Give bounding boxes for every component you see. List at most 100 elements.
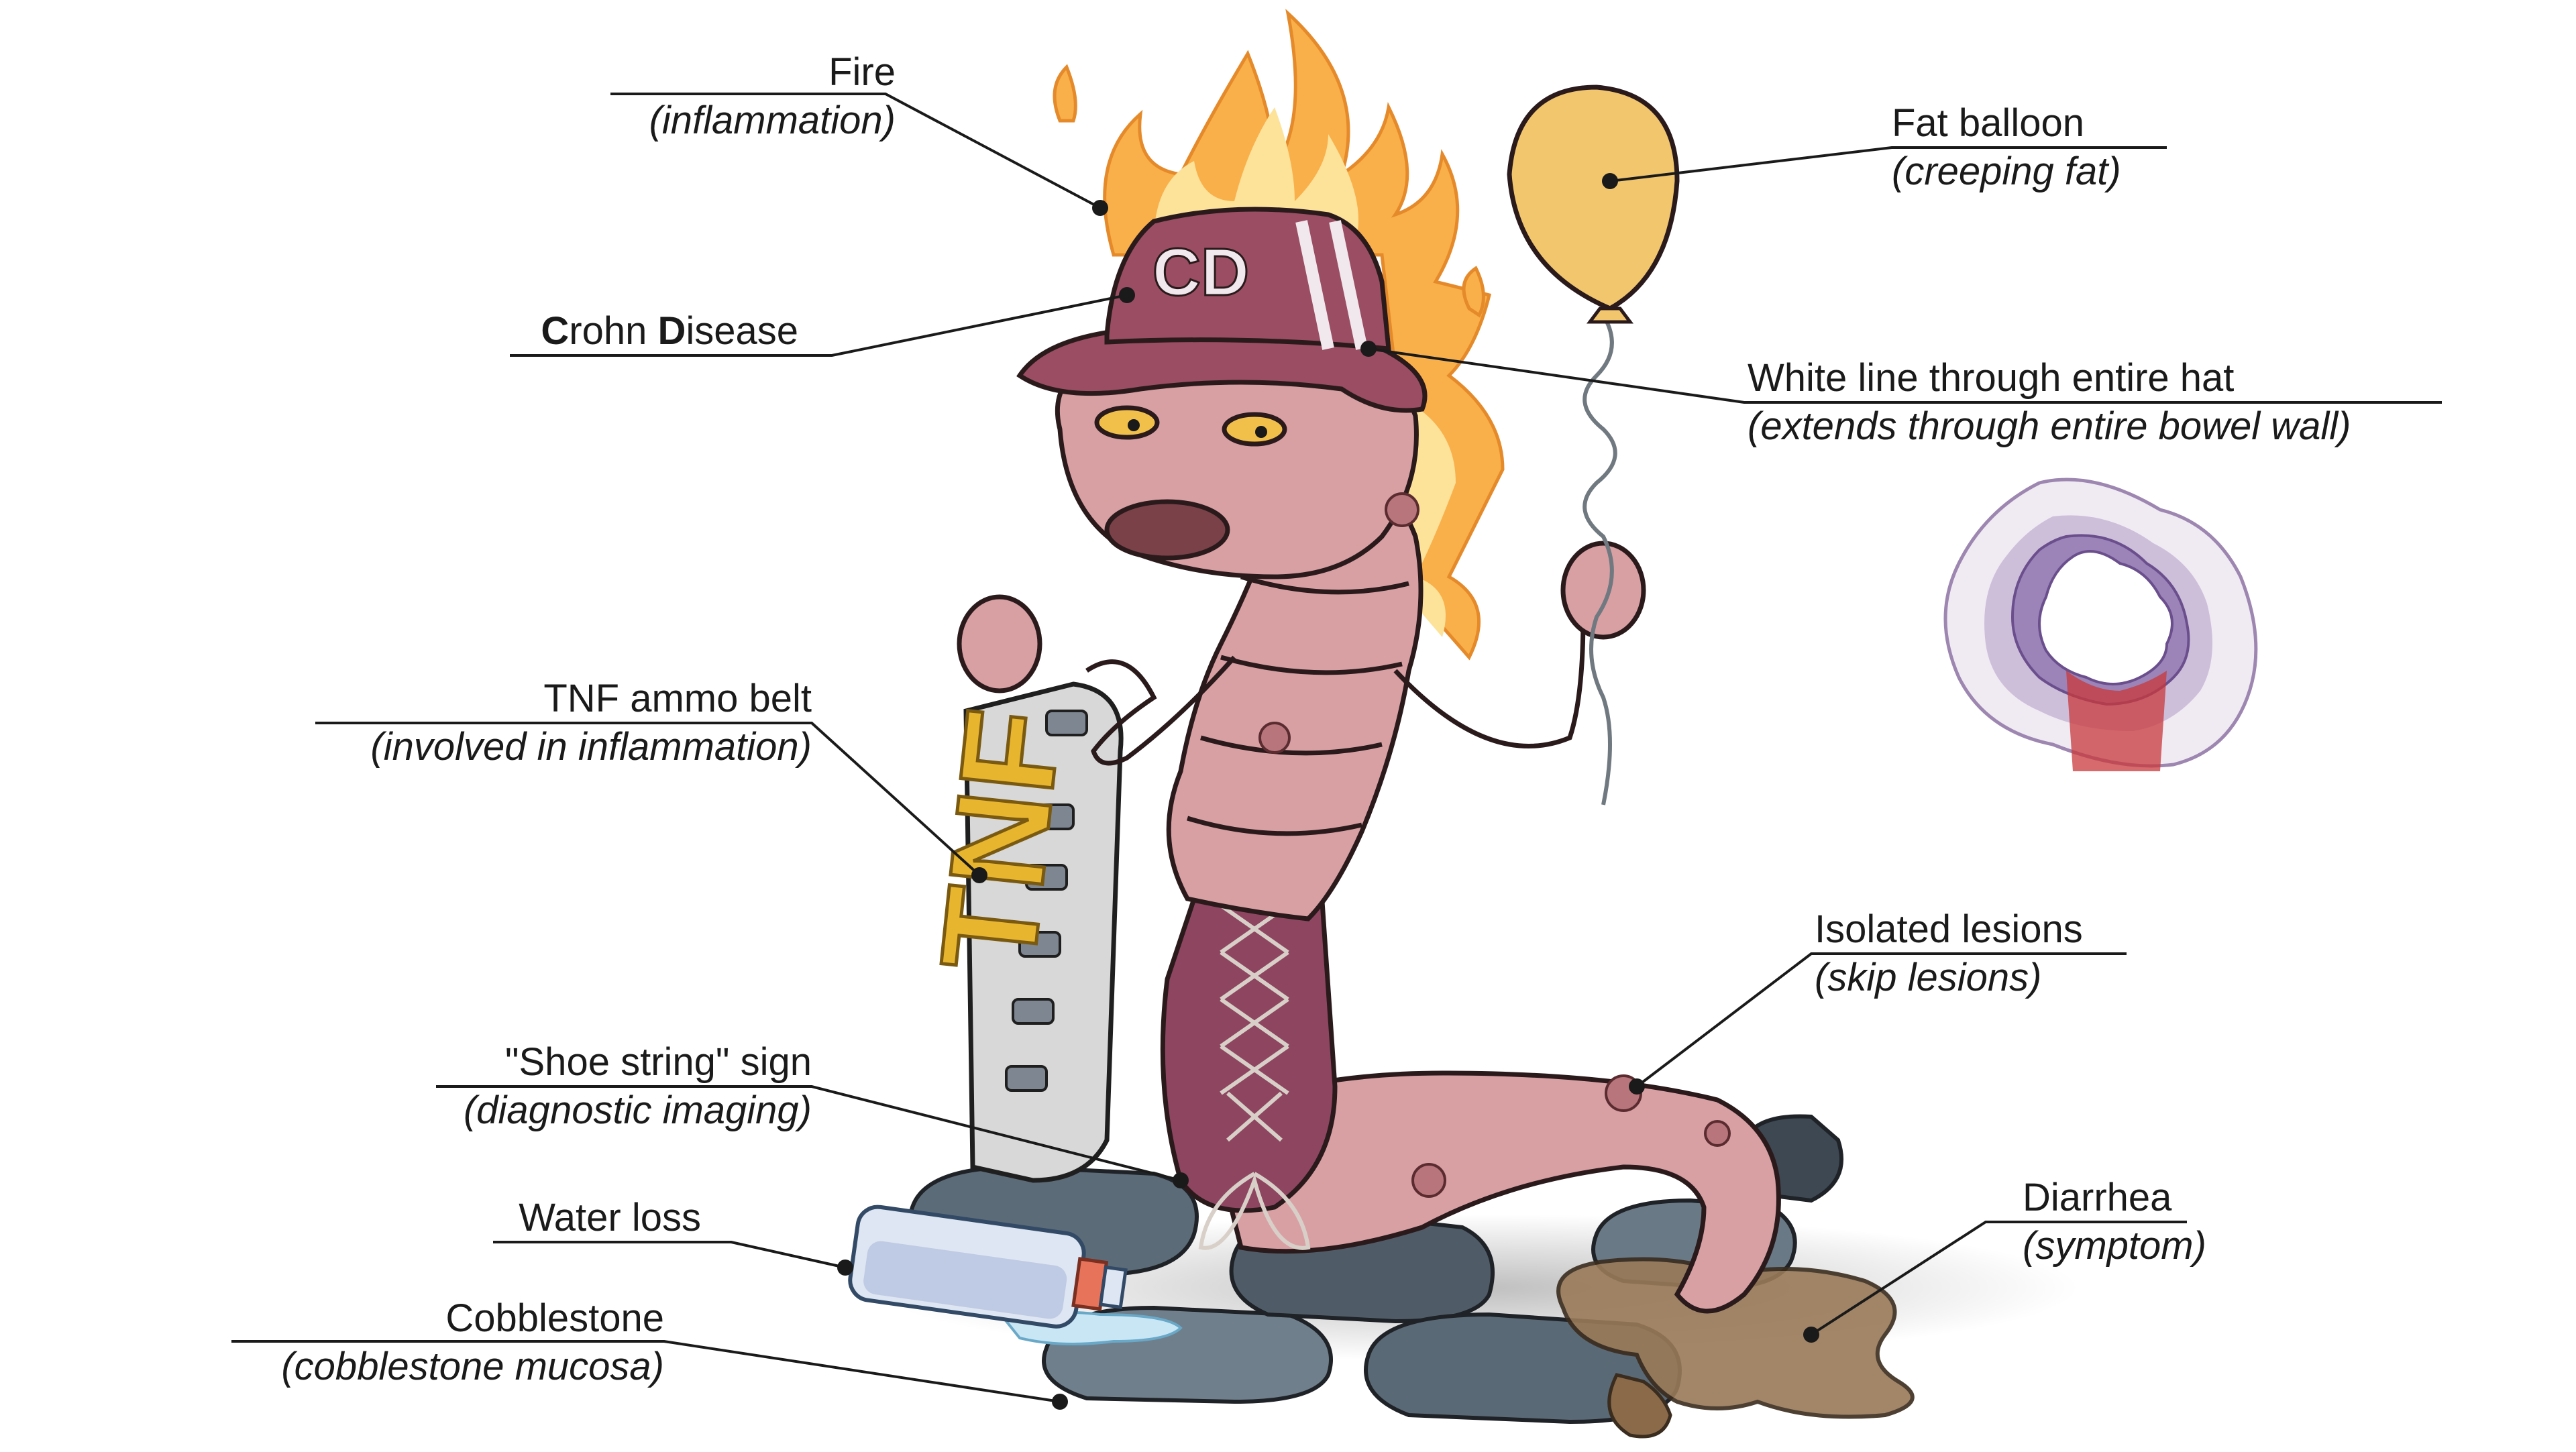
hat-white-line (1295, 220, 1368, 350)
tnf-ammo-belt: TNF (911, 681, 1124, 1183)
label-fire-note: (inflammation) (649, 99, 896, 142)
hat-letters: CD (1152, 235, 1249, 310)
label-cobble-note: (cobblestone mucosa) (281, 1345, 664, 1388)
bullet (1012, 998, 1055, 1025)
lesion (1258, 722, 1291, 754)
cd-hat: CD (1016, 207, 1428, 413)
leader-lesions (1635, 952, 2127, 1088)
label-water-loss: Water loss (519, 1194, 701, 1242)
leader-diarrhea (1810, 1221, 2187, 1336)
right-arm (1393, 616, 1586, 748)
label-fat-balloon: Fat balloon (creeping fat) (1892, 99, 2121, 196)
bullet (1045, 710, 1088, 736)
lesion (1385, 492, 1419, 527)
left-pupil (1128, 419, 1140, 431)
diarrhea-drip (1607, 1373, 1672, 1439)
label-shoestring-title: "Shoe string" sign (504, 1040, 812, 1084)
leader-water (493, 1241, 846, 1269)
label-whiteline-note: (extends through entire bowel wall) (1748, 404, 2351, 448)
leader-balloon (1609, 146, 2167, 182)
label-fire-title: Fire (828, 50, 896, 94)
label-tnf-title: TNF ammo belt (543, 677, 812, 720)
worm (957, 341, 1781, 1314)
label-shoestring-note: (diagnostic imaging) (463, 1088, 812, 1132)
label-white-line: White line through entire hat (extends t… (1748, 354, 2351, 451)
label-tnf-note: (involved in inflammation) (370, 725, 812, 769)
balloon-knot (1587, 306, 1633, 324)
bottle-water (863, 1241, 1067, 1319)
label-fire: Fire (inflammation) (649, 48, 896, 145)
label-whiteline-title: White line through entire hat (1748, 356, 2235, 400)
flame-inner (1154, 107, 1358, 241)
label-diarrhea-title: Diarrhea (2023, 1176, 2172, 1219)
crohn-bold-d: D (657, 309, 686, 353)
lesion (1704, 1120, 1731, 1147)
water-bottle (848, 1205, 1128, 1329)
leader-lines (231, 93, 2442, 1403)
balloon-string (1582, 314, 1617, 805)
dot-tnf (971, 867, 987, 883)
leader-crohn (510, 294, 1128, 357)
dot-shoestring (1173, 1172, 1189, 1188)
leader-shoestring (436, 1085, 1181, 1182)
worm-tail (1204, 1070, 1781, 1314)
dot-cobble (1052, 1394, 1068, 1410)
transmural-inflammation (2066, 671, 2167, 771)
lace-bow (1198, 1172, 1311, 1250)
bullet (1005, 1065, 1048, 1092)
label-lesions-note: (skip lesions) (1815, 956, 2042, 999)
skip-lesions (1258, 492, 1731, 1198)
dot-crohn (1119, 287, 1135, 303)
right-pupil (1255, 426, 1267, 438)
belt-bullets (1005, 710, 1088, 1092)
left-eye (1094, 405, 1160, 440)
label-balloon-title: Fat balloon (1892, 101, 2084, 145)
leader-dots (837, 173, 1819, 1410)
flame-spark-2 (1462, 266, 1485, 318)
mouth (1104, 499, 1230, 561)
label-crohn-title: Crohn Disease (541, 307, 798, 355)
label-balloon-note: (creeping fat) (1892, 150, 2121, 193)
leader-tnf (315, 722, 981, 877)
lace (1220, 903, 1289, 1142)
disease-rest: isease (686, 309, 798, 353)
dot-lesions (1629, 1078, 1645, 1095)
label-tnf: TNF ammo belt (involved in inflammation) (370, 675, 812, 771)
dot-diarrhea (1803, 1327, 1819, 1343)
left-fist (957, 594, 1042, 693)
segment-line (1186, 574, 1409, 836)
dot-water (837, 1260, 853, 1276)
label-cobble-title: Cobblestone (445, 1296, 664, 1340)
left-arm (1085, 655, 1236, 766)
label-water-title: Water loss (519, 1196, 701, 1239)
bowel-lumen (2038, 550, 2174, 685)
shoe-laces (1198, 903, 1311, 1250)
dot-fire (1092, 200, 1108, 216)
flame-main (1103, 9, 1505, 661)
balloon-body (1507, 85, 1680, 311)
bullet (1032, 803, 1075, 830)
flame-spark-1 (1053, 64, 1077, 123)
label-cobblestone: Cobblestone (cobblestone mucosa) (281, 1294, 664, 1391)
leader-whiteline (1368, 347, 2442, 404)
lesion (1411, 1163, 1446, 1198)
right-fist (1560, 541, 1646, 640)
dot-balloon (1602, 173, 1618, 189)
label-shoestring: "Shoe string" sign (diagnostic imaging) (464, 1038, 812, 1135)
label-lesions-title: Isolated lesions (1815, 907, 2083, 951)
bullet (1025, 864, 1068, 891)
bowel-cross-section (1943, 478, 2258, 771)
bullet (1018, 931, 1061, 958)
fat-balloon (1507, 85, 1680, 805)
leader-cobble (231, 1340, 1061, 1403)
label-isolated-lesions: Isolated lesions (skip lesions) (1815, 905, 2083, 1002)
crohn-bold-c: C (541, 309, 570, 353)
bottle-cap (1098, 1265, 1128, 1309)
dot-whiteline (1360, 341, 1377, 357)
label-diarrhea: Diarrhea (symptom) (2023, 1174, 2206, 1270)
diarrhea-puddle (1556, 1257, 1915, 1419)
right-eye (1222, 412, 1287, 447)
label-crohn-disease: Crohn Disease (541, 307, 798, 355)
